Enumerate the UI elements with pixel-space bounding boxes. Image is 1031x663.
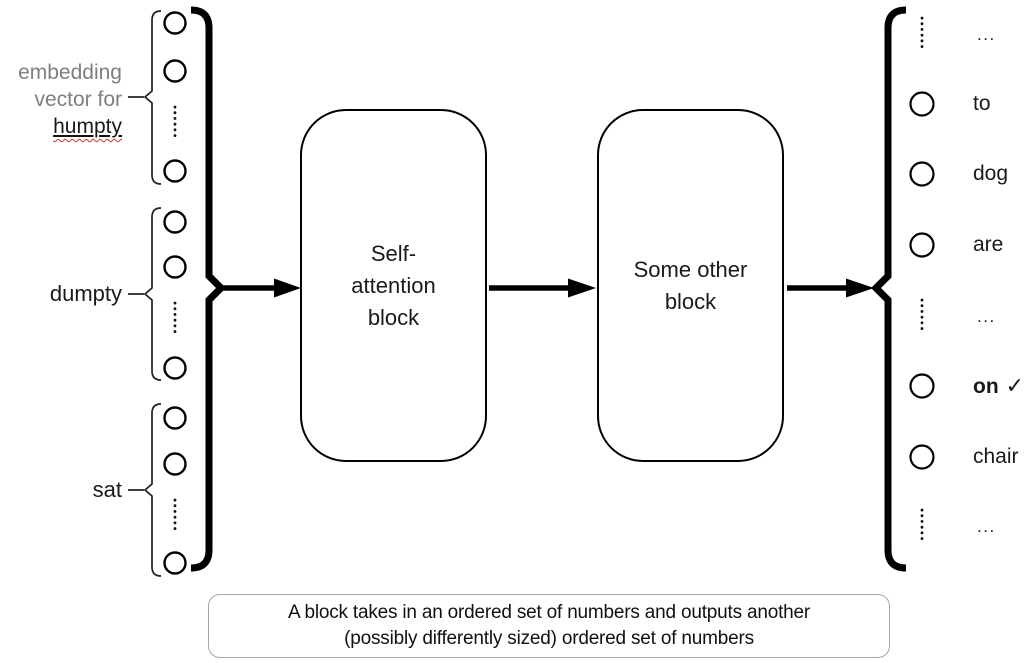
some-other-block: Some other block xyxy=(597,109,784,462)
input-vector-group-sat xyxy=(128,403,187,577)
output-word-chair: chair xyxy=(973,445,1019,468)
arrow-input-to-self-attention xyxy=(221,278,301,298)
output-word-dog: dog xyxy=(973,162,1009,185)
output-ellipsis-label: ... xyxy=(977,25,996,44)
output-word-on: on ✓ xyxy=(973,371,1024,401)
output-ellipsis-label: ... xyxy=(977,517,996,536)
group-brace-humpty xyxy=(143,10,162,185)
output-nodes xyxy=(909,16,935,545)
some-other-block-label: Some other block xyxy=(633,256,748,314)
vector-node-circle xyxy=(163,551,187,575)
arrow-head xyxy=(846,278,874,298)
vector-node-circle xyxy=(163,11,187,35)
vector-node-circle xyxy=(163,356,187,380)
vector-node-circle xyxy=(163,406,187,430)
output-collect-brace xyxy=(871,6,907,572)
input-label-sat: sat xyxy=(92,477,122,502)
group-brace-dumpty xyxy=(143,207,162,381)
caption-text: A block takes in an ordered set of numbe… xyxy=(287,602,811,649)
output-node-circle xyxy=(909,91,935,117)
output-node-circle xyxy=(909,373,935,399)
checkmark-icon: ✓ xyxy=(1005,373,1025,398)
input-vector-group-humpty xyxy=(128,10,187,185)
misspelled-word-wrap: humpty xyxy=(53,115,122,138)
input-collect-brace xyxy=(190,6,226,572)
vector-node-circle xyxy=(163,452,187,476)
input-vector-group-dumpty xyxy=(128,207,187,381)
output-node-circle xyxy=(909,232,935,258)
self-attention-block-label: Self- attention block xyxy=(351,240,436,330)
input-word-humpty: humpty xyxy=(53,115,122,138)
arrow-other-block-to-output xyxy=(787,278,874,298)
vector-node-circle xyxy=(163,210,187,234)
output-word-to: to xyxy=(973,92,991,115)
embedding-vector-for-text: embedding vector for xyxy=(18,61,122,111)
arrow-head xyxy=(274,278,301,298)
vector-node-circle xyxy=(163,255,187,279)
output-node-circle xyxy=(909,161,935,187)
vector-node-circle xyxy=(163,159,187,183)
input-label-dumpty: dumpty xyxy=(49,281,122,306)
arrow-self-attention-to-other-block xyxy=(489,278,596,298)
arrow-head xyxy=(568,278,596,298)
output-ellipsis-label: ... xyxy=(977,307,996,326)
output-node-circle xyxy=(909,444,935,470)
input-label-embedding-vector-humpty: embedding vector for humpty xyxy=(0,59,122,140)
self-attention-block: Self- attention block xyxy=(300,109,487,462)
output-word-are: are xyxy=(973,233,1004,256)
output-word-on-text: on xyxy=(973,375,999,398)
vector-node-circle xyxy=(163,59,187,83)
caption-box: A block takes in an ordered set of numbe… xyxy=(208,594,890,658)
group-brace-sat xyxy=(143,403,162,577)
